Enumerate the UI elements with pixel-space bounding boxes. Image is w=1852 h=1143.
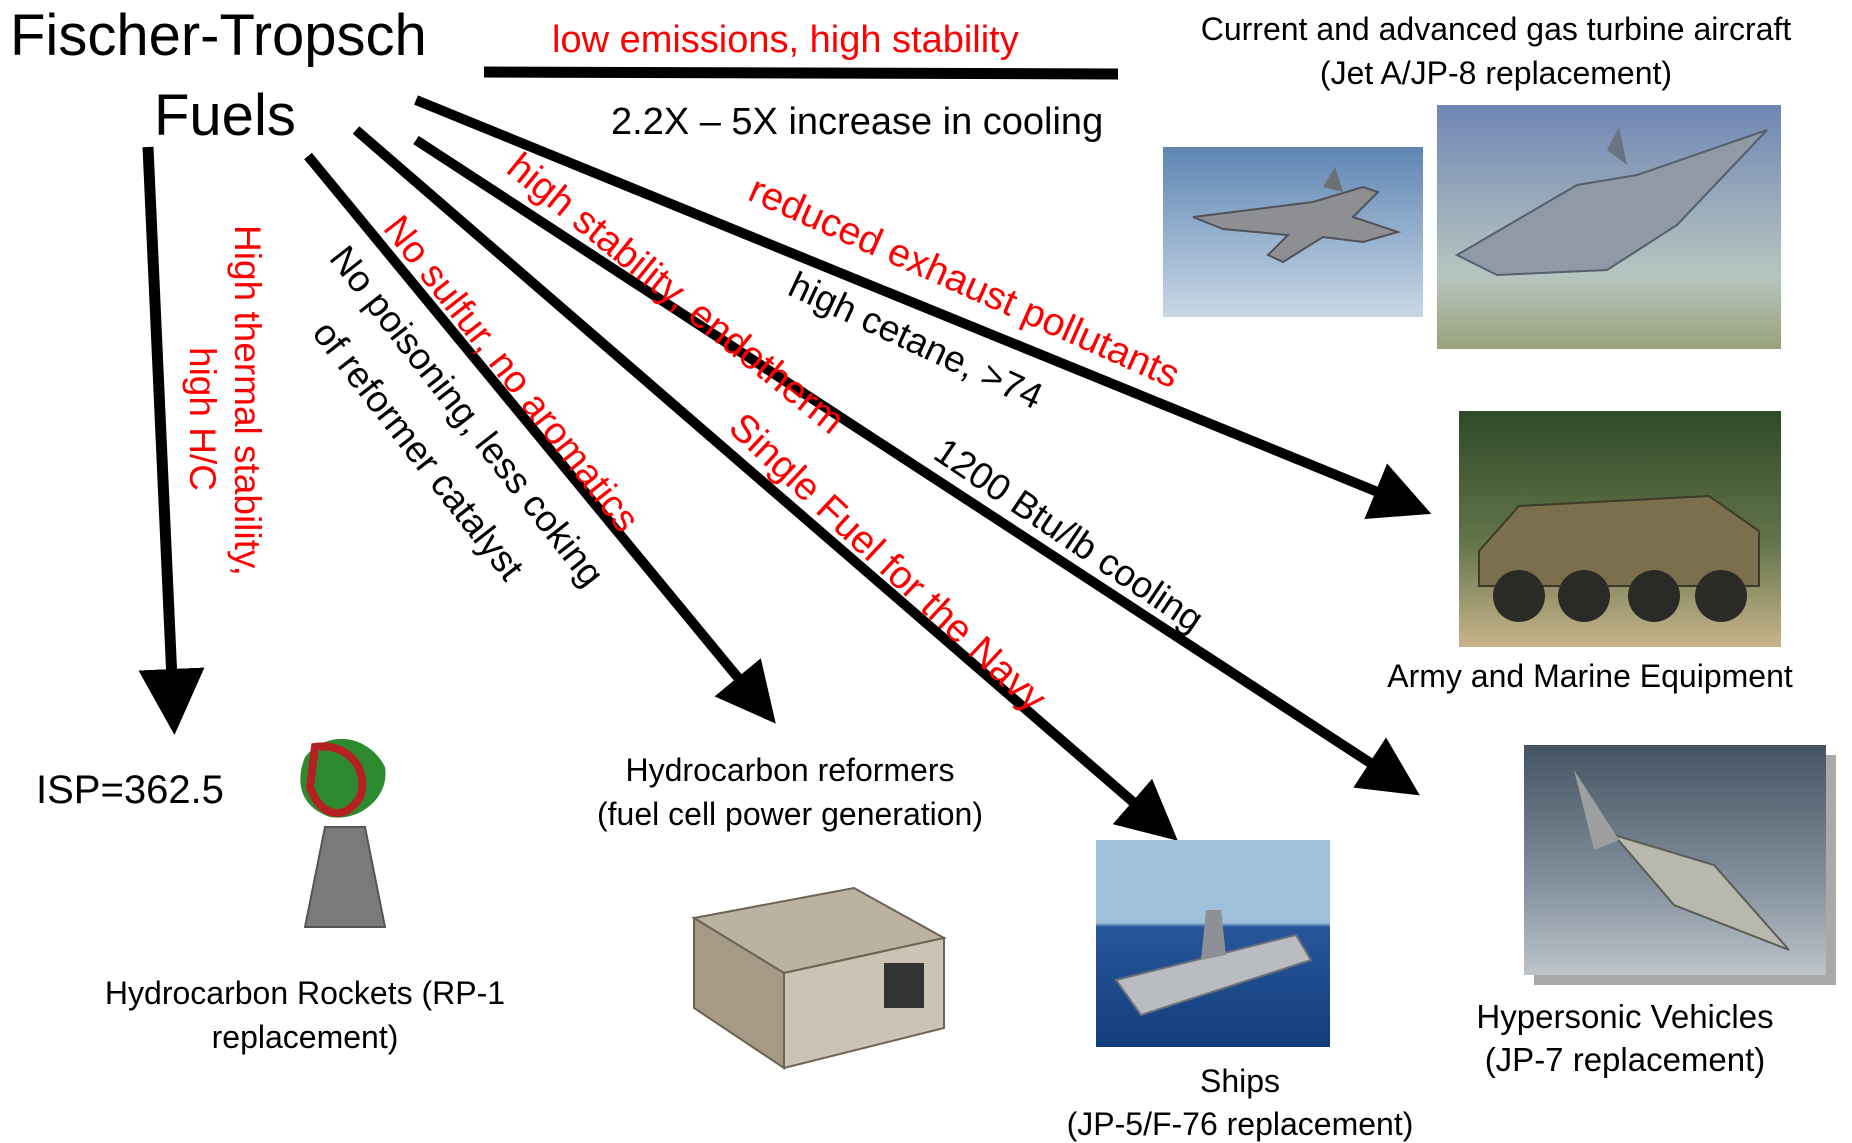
arrow-to-hypersonic: [413, 135, 1420, 796]
source-title-line1: Fischer-Tropsch: [10, 3, 427, 68]
hypersonic-vehicle-image: [1524, 745, 1826, 975]
caption-reformers-line2: (fuel cell power generation): [597, 796, 983, 832]
arrow-to-rockets: [138, 146, 205, 735]
caption-ships-line1: Ships: [1199, 1063, 1281, 1099]
army-vehicle-image: [1459, 411, 1781, 647]
arrow-to-army: [414, 95, 1432, 520]
caption-rockets-line2: replacement): [211, 1019, 399, 1055]
label-thermal-line1: High thermal stability,: [227, 225, 268, 576]
caption-hypersonic-line2: (JP-7 replacement): [1484, 1041, 1766, 1078]
ship-image: [1096, 840, 1330, 1047]
reformer-image: [684, 878, 954, 1078]
source-title-line2: Fuels: [154, 83, 296, 148]
caption-army: Army and Marine Equipment: [1387, 658, 1793, 694]
fighter-jet-image: [1163, 147, 1423, 317]
caption-aircraft-line1: Current and advanced gas turbine aircraf…: [1200, 11, 1792, 47]
caption-hypersonic-line1: Hypersonic Vehicles: [1476, 998, 1774, 1035]
arrow-to-ships: [352, 126, 1178, 841]
arrow-to-reformers: [304, 152, 776, 724]
caption-ships-line2: (JP-5/F-76 replacement): [1066, 1106, 1414, 1142]
stealth-aircraft-image: [1437, 105, 1781, 349]
caption-rockets-line1: Hydrocarbon Rockets (RP-1: [104, 975, 506, 1011]
caption-aircraft-line2: (Jet A/JP-8 replacement): [1319, 55, 1673, 91]
caption-reformers-line1: Hydrocarbon reformers: [625, 752, 955, 788]
label-low-emissions: low emissions, high stability: [552, 19, 1019, 61]
arrow-to-aircraft: [483, 66, 1119, 80]
label-isp: ISP=362.5: [36, 768, 224, 812]
label-cooling-increase: 2.2X – 5X increase in cooling: [611, 101, 1104, 143]
rocket-engine-image: [290, 727, 400, 947]
label-thermal-line2: high H/C: [182, 347, 223, 491]
